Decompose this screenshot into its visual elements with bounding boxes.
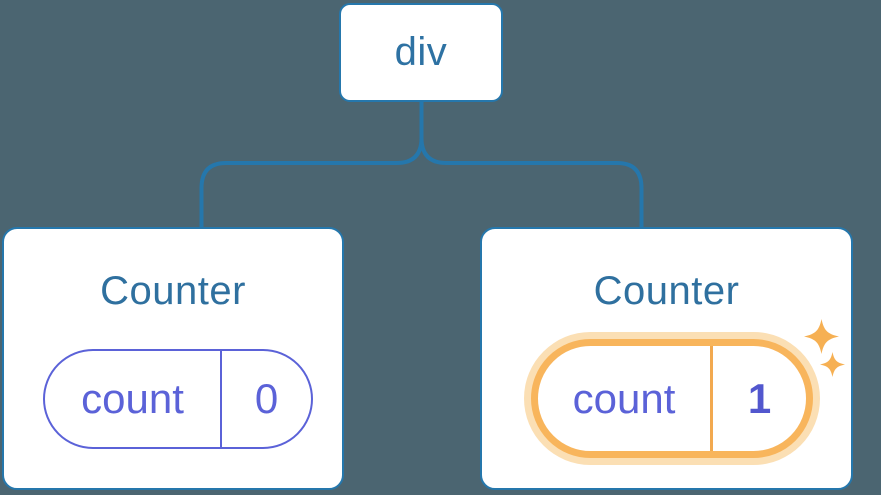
state-key-label: count [572, 374, 676, 422]
state-pill-count-1-highlighted: count 1 [531, 339, 813, 458]
state-pill-divider [710, 346, 713, 451]
counter-card-left-title: Counter [100, 269, 246, 313]
counter-card-right: Counter count 1 [480, 227, 853, 490]
state-value-label: 1 [747, 374, 772, 422]
counter-card-left: Counter count 0 [2, 227, 344, 490]
state-key-label: count [81, 375, 184, 422]
state-value-label: 0 [254, 375, 279, 422]
state-pill-divider [220, 351, 222, 447]
state-pill-count-0: count 0 [43, 349, 313, 449]
root-node-label: div [394, 30, 448, 74]
root-node-div: div [339, 3, 503, 102]
counter-card-right-title: Counter [593, 269, 740, 313]
